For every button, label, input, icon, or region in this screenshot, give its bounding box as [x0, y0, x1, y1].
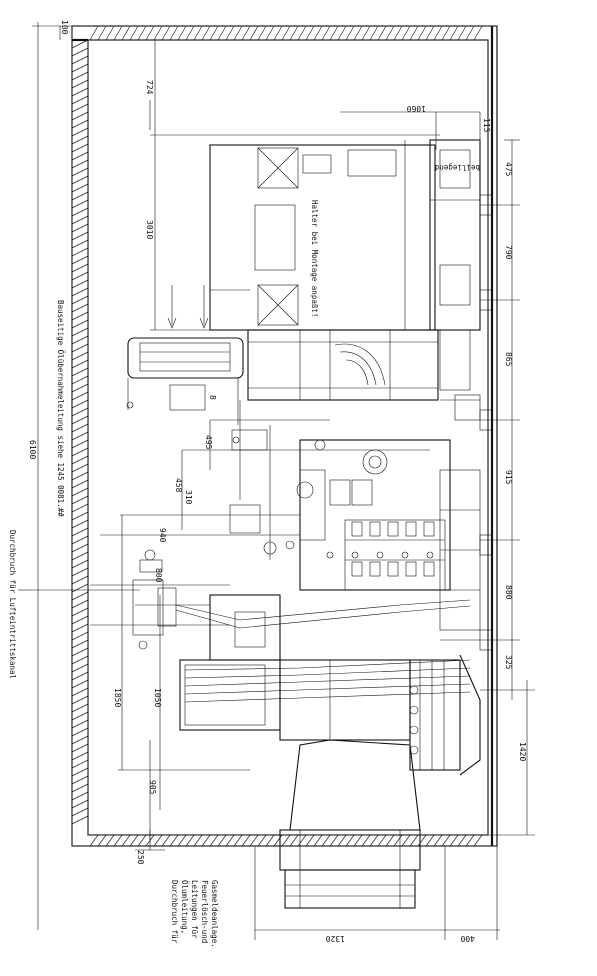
dim-8: 8	[208, 395, 217, 400]
mounting-feet	[440, 194, 493, 651]
dim-1420: 1420	[518, 742, 527, 761]
dim-1850: 1850	[113, 688, 122, 707]
dimension-labels: 100 724 3010 6100 1060 115 475 790 865 9…	[28, 20, 527, 943]
dim-6100: 6100	[28, 440, 37, 459]
dim-865: 865	[504, 352, 513, 367]
engine-block	[296, 439, 481, 631]
turbine-assembly	[179, 594, 481, 776]
dim-475: 475	[504, 162, 513, 177]
label-delivered: beiliegend	[435, 163, 480, 172]
dim-1050: 1050	[153, 688, 162, 707]
dim-3010: 3010	[145, 220, 154, 239]
label-erection-note: Halter bei Montage anpaßt!	[310, 200, 319, 317]
left-dimension-lines	[18, 22, 250, 930]
dim-915: 915	[504, 470, 513, 485]
dim-724: 724	[145, 80, 154, 95]
right-dimension-chain	[480, 139, 535, 836]
dim-940: 940	[158, 528, 167, 543]
piping-network	[90, 400, 471, 650]
room-walls	[71, 25, 498, 847]
note-labels: Durchbruch für Lufteintrittskanal Bausei…	[8, 163, 480, 948]
dim-310: 310	[184, 490, 193, 505]
dim-458: 458	[174, 478, 183, 493]
dim-495: 495	[204, 435, 213, 450]
detail-markers	[126, 401, 434, 559]
dim-325: 325	[504, 655, 513, 670]
dim-1060: 1060	[407, 104, 426, 113]
dim-800: 800	[154, 568, 163, 583]
dim-115: 115	[482, 118, 491, 133]
flow-arrows	[167, 285, 209, 329]
dim-1320: 1320	[326, 934, 345, 943]
oil-cooler	[127, 337, 244, 425]
dim-400: 400	[460, 934, 475, 943]
dim-880: 880	[504, 585, 513, 600]
label-pipes-line: Feuerlösch-und	[200, 880, 209, 943]
label-pipes-line: Ölumleitung,	[180, 880, 189, 934]
label-pipes-line: Leitungen für	[190, 880, 199, 939]
label-wall-opening-pipes: Durchbruch für Ölumleitung, Leitungen fü…	[170, 880, 219, 948]
bottom-dimension-lines	[254, 846, 500, 940]
exhaust-diffuser	[279, 739, 421, 909]
dim-790: 790	[504, 245, 513, 260]
label-pipes-line: Gasmeldeanlage.	[210, 880, 219, 948]
label-oil-cooler-note: Bauseitige Ölübernahmeleitung siehe 1245…	[56, 300, 65, 517]
label-pipes-line: Durchbruch für	[170, 880, 179, 944]
label-wall-opening-air: Durchbruch für Lufteintrittskanal	[8, 530, 17, 679]
dim-905: 905	[148, 780, 157, 795]
dim-250: 250	[136, 850, 145, 865]
gearbox-frame	[247, 329, 481, 421]
dim-100: 100	[60, 20, 69, 35]
